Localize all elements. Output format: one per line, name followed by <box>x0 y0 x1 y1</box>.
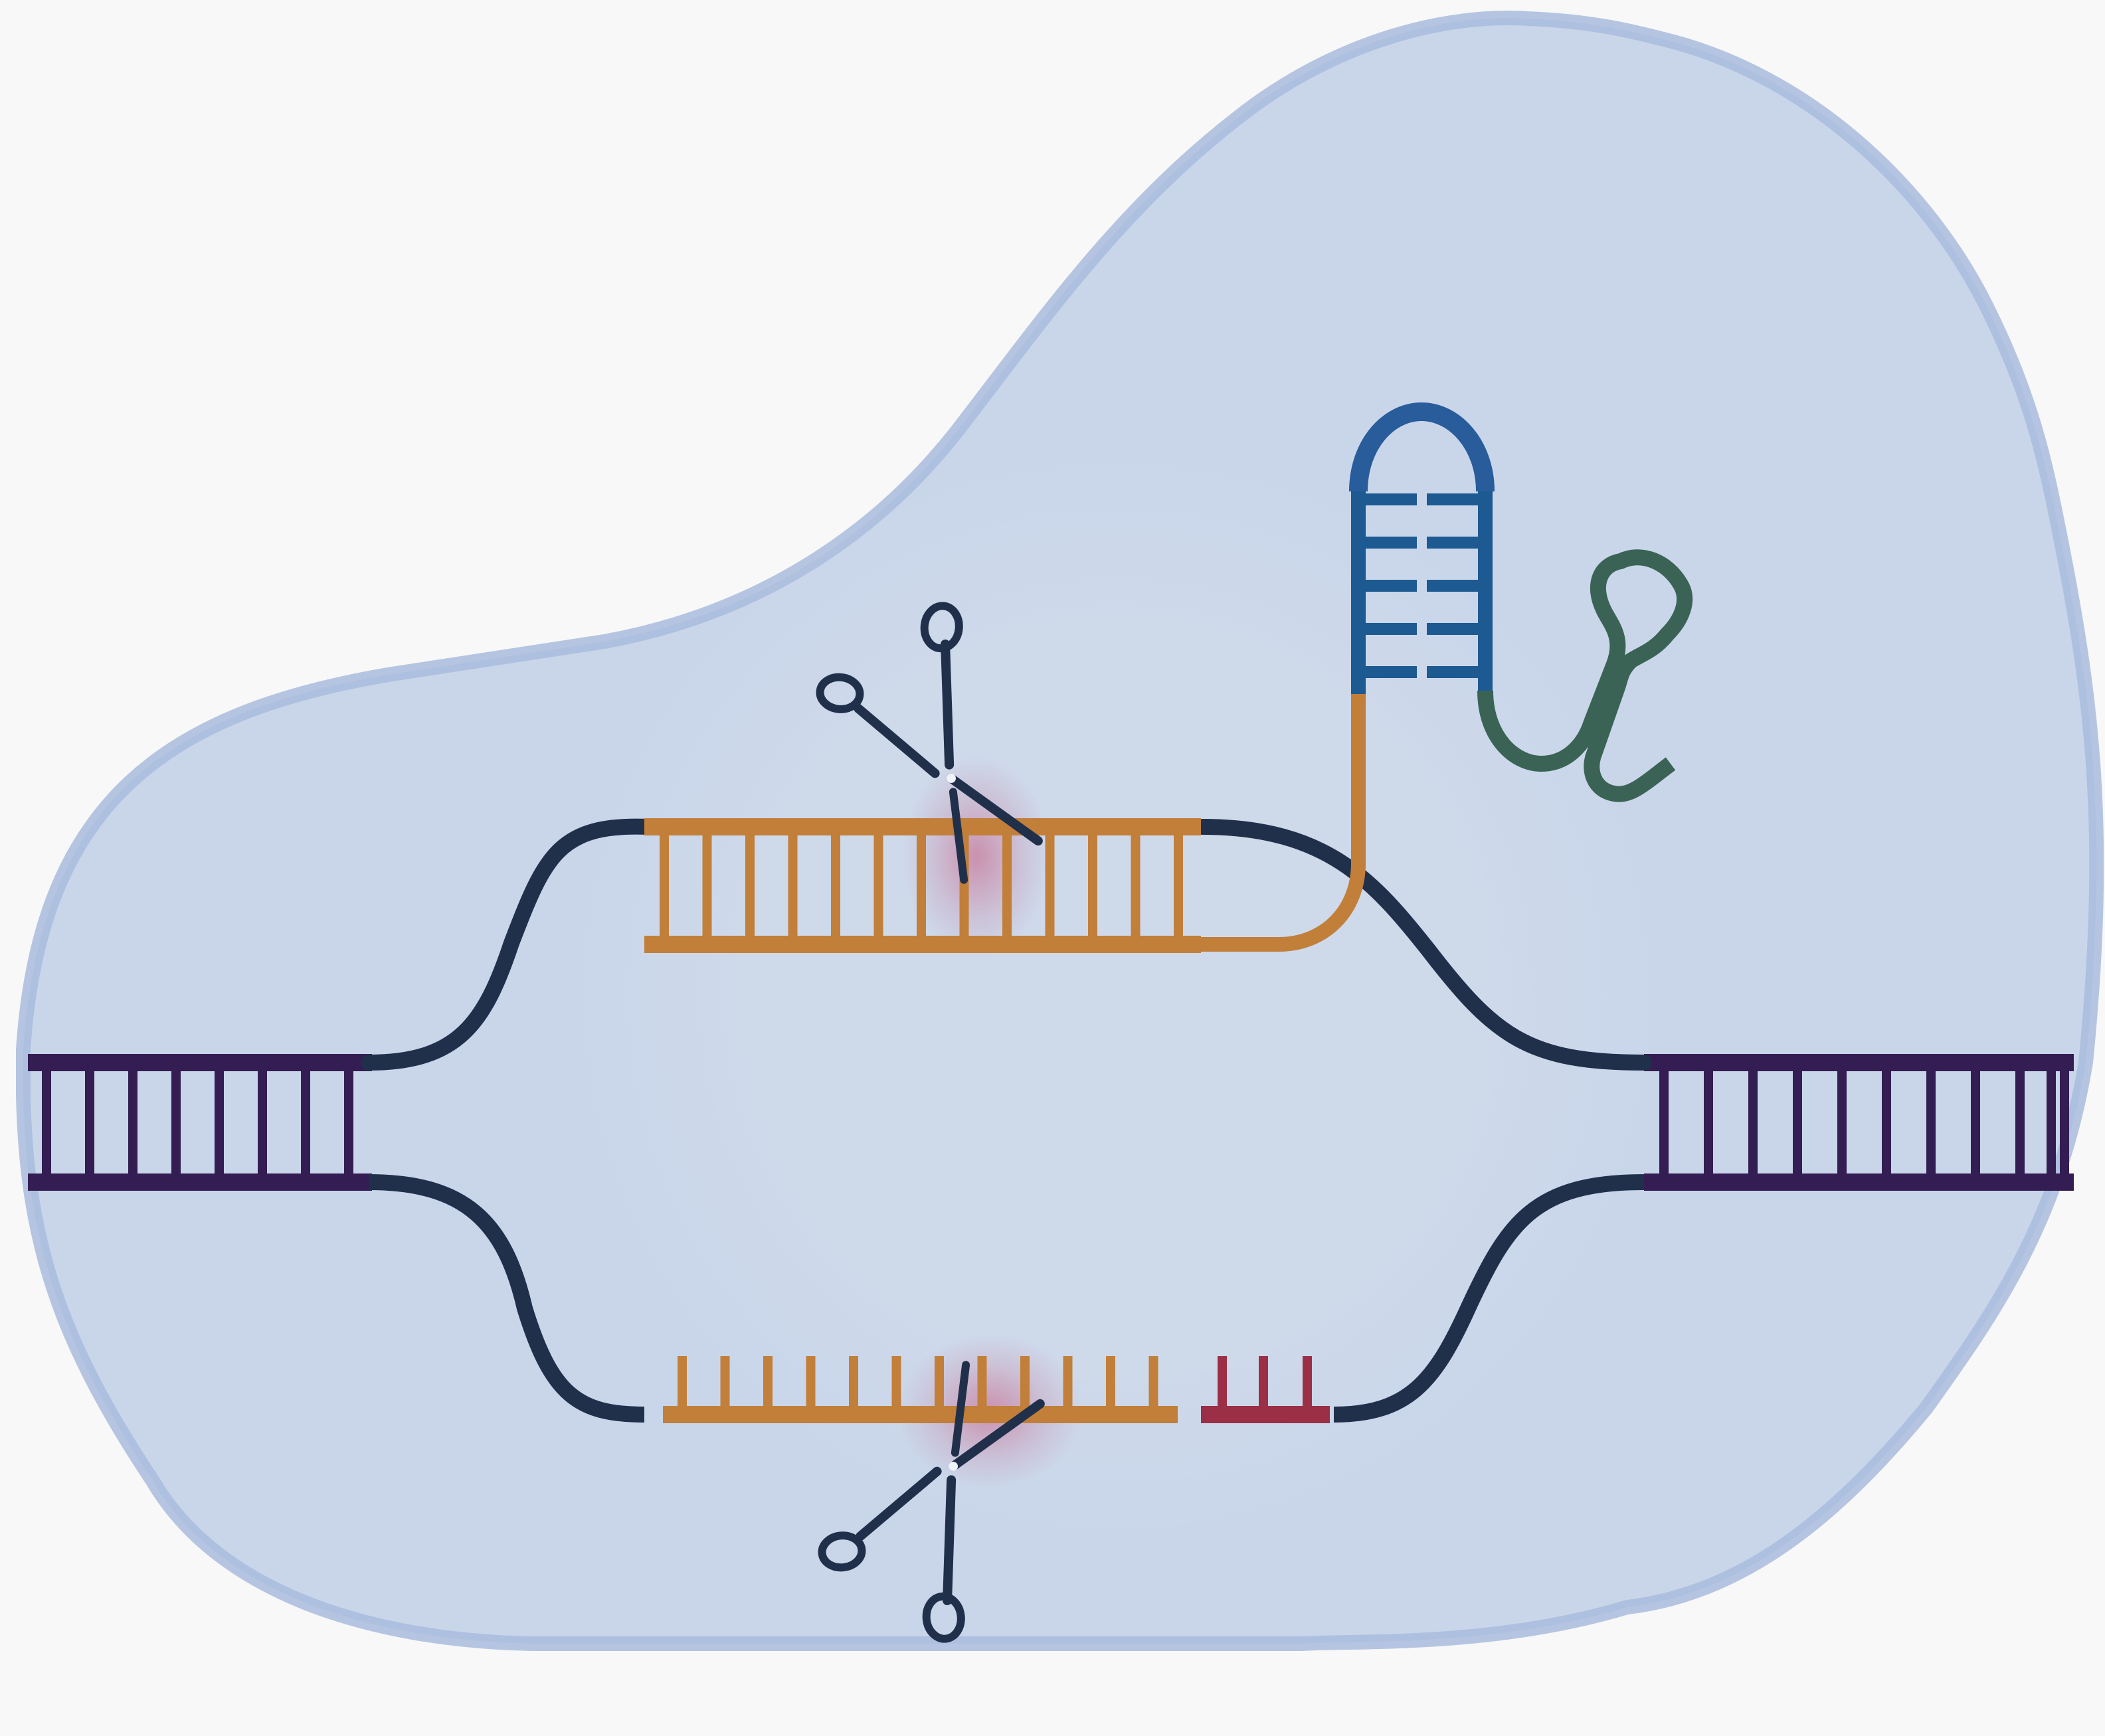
right-dna-duplex <box>1644 1054 2074 1191</box>
tracr-rna-hairpin <box>1349 402 1495 694</box>
non-target-strand-right <box>1333 1174 1645 1423</box>
guide-rna-spacer <box>644 694 1366 953</box>
non-target-strand-left <box>368 1174 645 1423</box>
protospacer-region <box>663 1356 1178 1423</box>
target-strand-right <box>1194 819 1652 1071</box>
pam-sequence <box>1201 1356 1330 1423</box>
rna-tail <box>1477 549 1693 802</box>
left-dna-duplex <box>28 1054 372 1191</box>
inner-halo <box>571 452 1661 1541</box>
top-cut-glow <box>903 757 1050 956</box>
target-strand <box>361 818 656 1071</box>
